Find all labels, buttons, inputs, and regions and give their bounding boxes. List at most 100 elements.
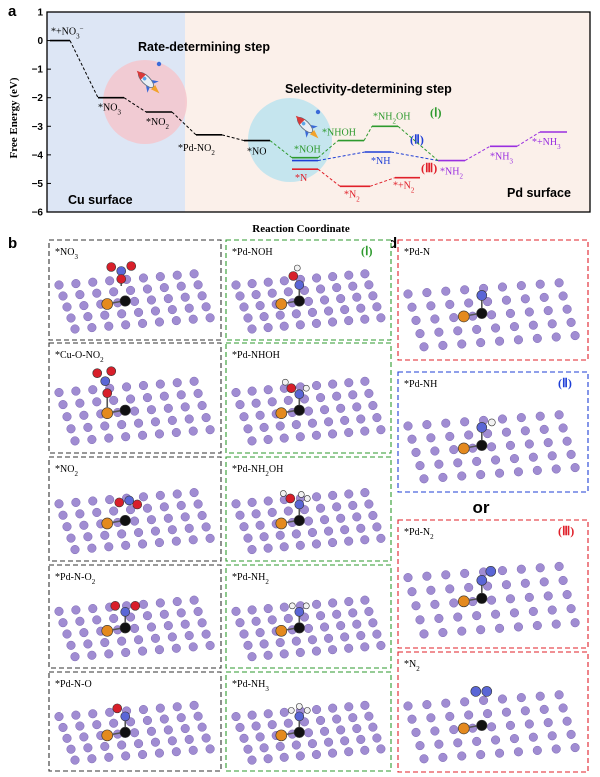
lattice-atom	[336, 294, 346, 304]
route-tag: (Ⅱ)	[558, 376, 572, 390]
lattice-atom	[155, 490, 165, 500]
lattice-atom	[535, 691, 545, 701]
lattice-atom	[535, 279, 545, 289]
structure-box: *Pd-NHOH	[225, 342, 392, 454]
structure-label: *NO2	[55, 464, 78, 478]
lattice-atom	[348, 500, 358, 510]
lattice-atom	[279, 276, 289, 286]
lattice-atom	[449, 313, 459, 323]
lattice-atom	[121, 647, 131, 658]
lattice-atom	[472, 456, 482, 466]
lattice-atom	[130, 728, 140, 738]
lattice-atom	[303, 623, 313, 633]
lattice-atom	[497, 414, 507, 424]
rocket-flame	[309, 129, 319, 139]
lattice-atom	[79, 410, 89, 420]
level-label: *Pd-NO2	[178, 143, 215, 157]
lattice-atom	[468, 443, 478, 453]
lattice-atom	[79, 301, 89, 311]
lattice-atom	[336, 621, 346, 631]
lattice-atom	[558, 291, 568, 301]
lattice-atom	[295, 540, 305, 550]
lattice-atom	[368, 291, 378, 301]
rds-annotation: Rate-determining step	[138, 40, 270, 54]
lattice-atom	[411, 601, 421, 611]
lattice-atom	[167, 525, 177, 535]
lattice-atom	[491, 455, 501, 465]
lattice-atom	[328, 645, 338, 655]
lattice-atom	[251, 398, 261, 408]
lattice-atom	[104, 649, 114, 659]
lattice-atom	[356, 414, 366, 424]
structure-label: *Pd-N2	[404, 527, 434, 541]
lattice-atom	[109, 395, 119, 405]
lattice-atom	[247, 279, 257, 289]
lattice-atom	[535, 563, 545, 573]
lattice-atom	[532, 745, 542, 755]
lattice-atom	[146, 405, 156, 415]
lattice-atom	[87, 323, 97, 333]
lattice-atom	[311, 539, 321, 549]
lattice-atom	[348, 281, 358, 291]
n-atom	[120, 711, 131, 722]
lattice-atom	[295, 751, 305, 761]
level-label: *NH3	[490, 151, 513, 165]
lattice-atom	[58, 618, 68, 628]
lattice-atom	[372, 522, 382, 532]
lattice-atom	[130, 516, 140, 526]
lattice-atom	[352, 512, 362, 522]
rocket-nose	[136, 70, 146, 80]
lattice-atom	[189, 595, 199, 605]
lattice-atom	[360, 426, 370, 436]
o-atom	[106, 262, 117, 272]
lattice-atom	[155, 703, 165, 713]
lattice-atom	[479, 695, 489, 705]
lattice-atom	[324, 737, 334, 747]
lattice-atom	[426, 301, 436, 311]
lattice-atom	[316, 611, 326, 621]
lattice-atom	[372, 413, 382, 423]
lattice-atom	[83, 743, 93, 753]
lattice-atom	[495, 623, 505, 633]
lattice-atom	[87, 754, 97, 764]
lattice-atom	[464, 430, 474, 440]
pd-atom	[119, 622, 131, 634]
lattice-atom	[71, 279, 81, 289]
lattice-atom	[275, 530, 285, 540]
lattice-atom	[344, 427, 354, 438]
spark-dot	[315, 109, 321, 115]
lattice-atom	[468, 723, 478, 733]
lattice-atom	[146, 515, 156, 525]
lattice-atom	[476, 750, 486, 760]
lattice-atom	[79, 628, 89, 638]
lattice-atom	[295, 320, 305, 330]
lattice-atom	[551, 619, 561, 629]
lattice-atom	[554, 410, 564, 420]
lattice-atom	[356, 734, 366, 744]
lattice-atom	[543, 718, 553, 728]
lattice-atom	[445, 431, 455, 441]
lattice-atom	[275, 421, 285, 431]
lattice-atom	[464, 298, 474, 308]
rocket-nose	[295, 115, 305, 125]
connector-line	[369, 177, 396, 187]
lattice-atom	[279, 433, 289, 443]
lattice-atom	[491, 735, 501, 745]
lattice-atom	[415, 741, 425, 751]
lattice-atom	[142, 284, 152, 294]
lattice-atom	[205, 640, 215, 651]
structure-label: *Pd-NH3	[232, 679, 269, 693]
lattice-atom	[251, 290, 261, 300]
lattice-atom	[344, 597, 354, 607]
lattice-atom	[197, 618, 207, 628]
pd-atom	[293, 514, 305, 526]
lattice-atom	[100, 310, 110, 320]
lattice-atom	[193, 606, 203, 617]
h-atom	[293, 264, 301, 272]
connector-line	[397, 125, 439, 161]
n-atom	[481, 686, 493, 697]
lattice-atom	[109, 506, 119, 516]
y-tick-label: −4	[32, 150, 44, 161]
lattice-atom	[117, 740, 127, 750]
lattice-atom	[279, 542, 289, 552]
